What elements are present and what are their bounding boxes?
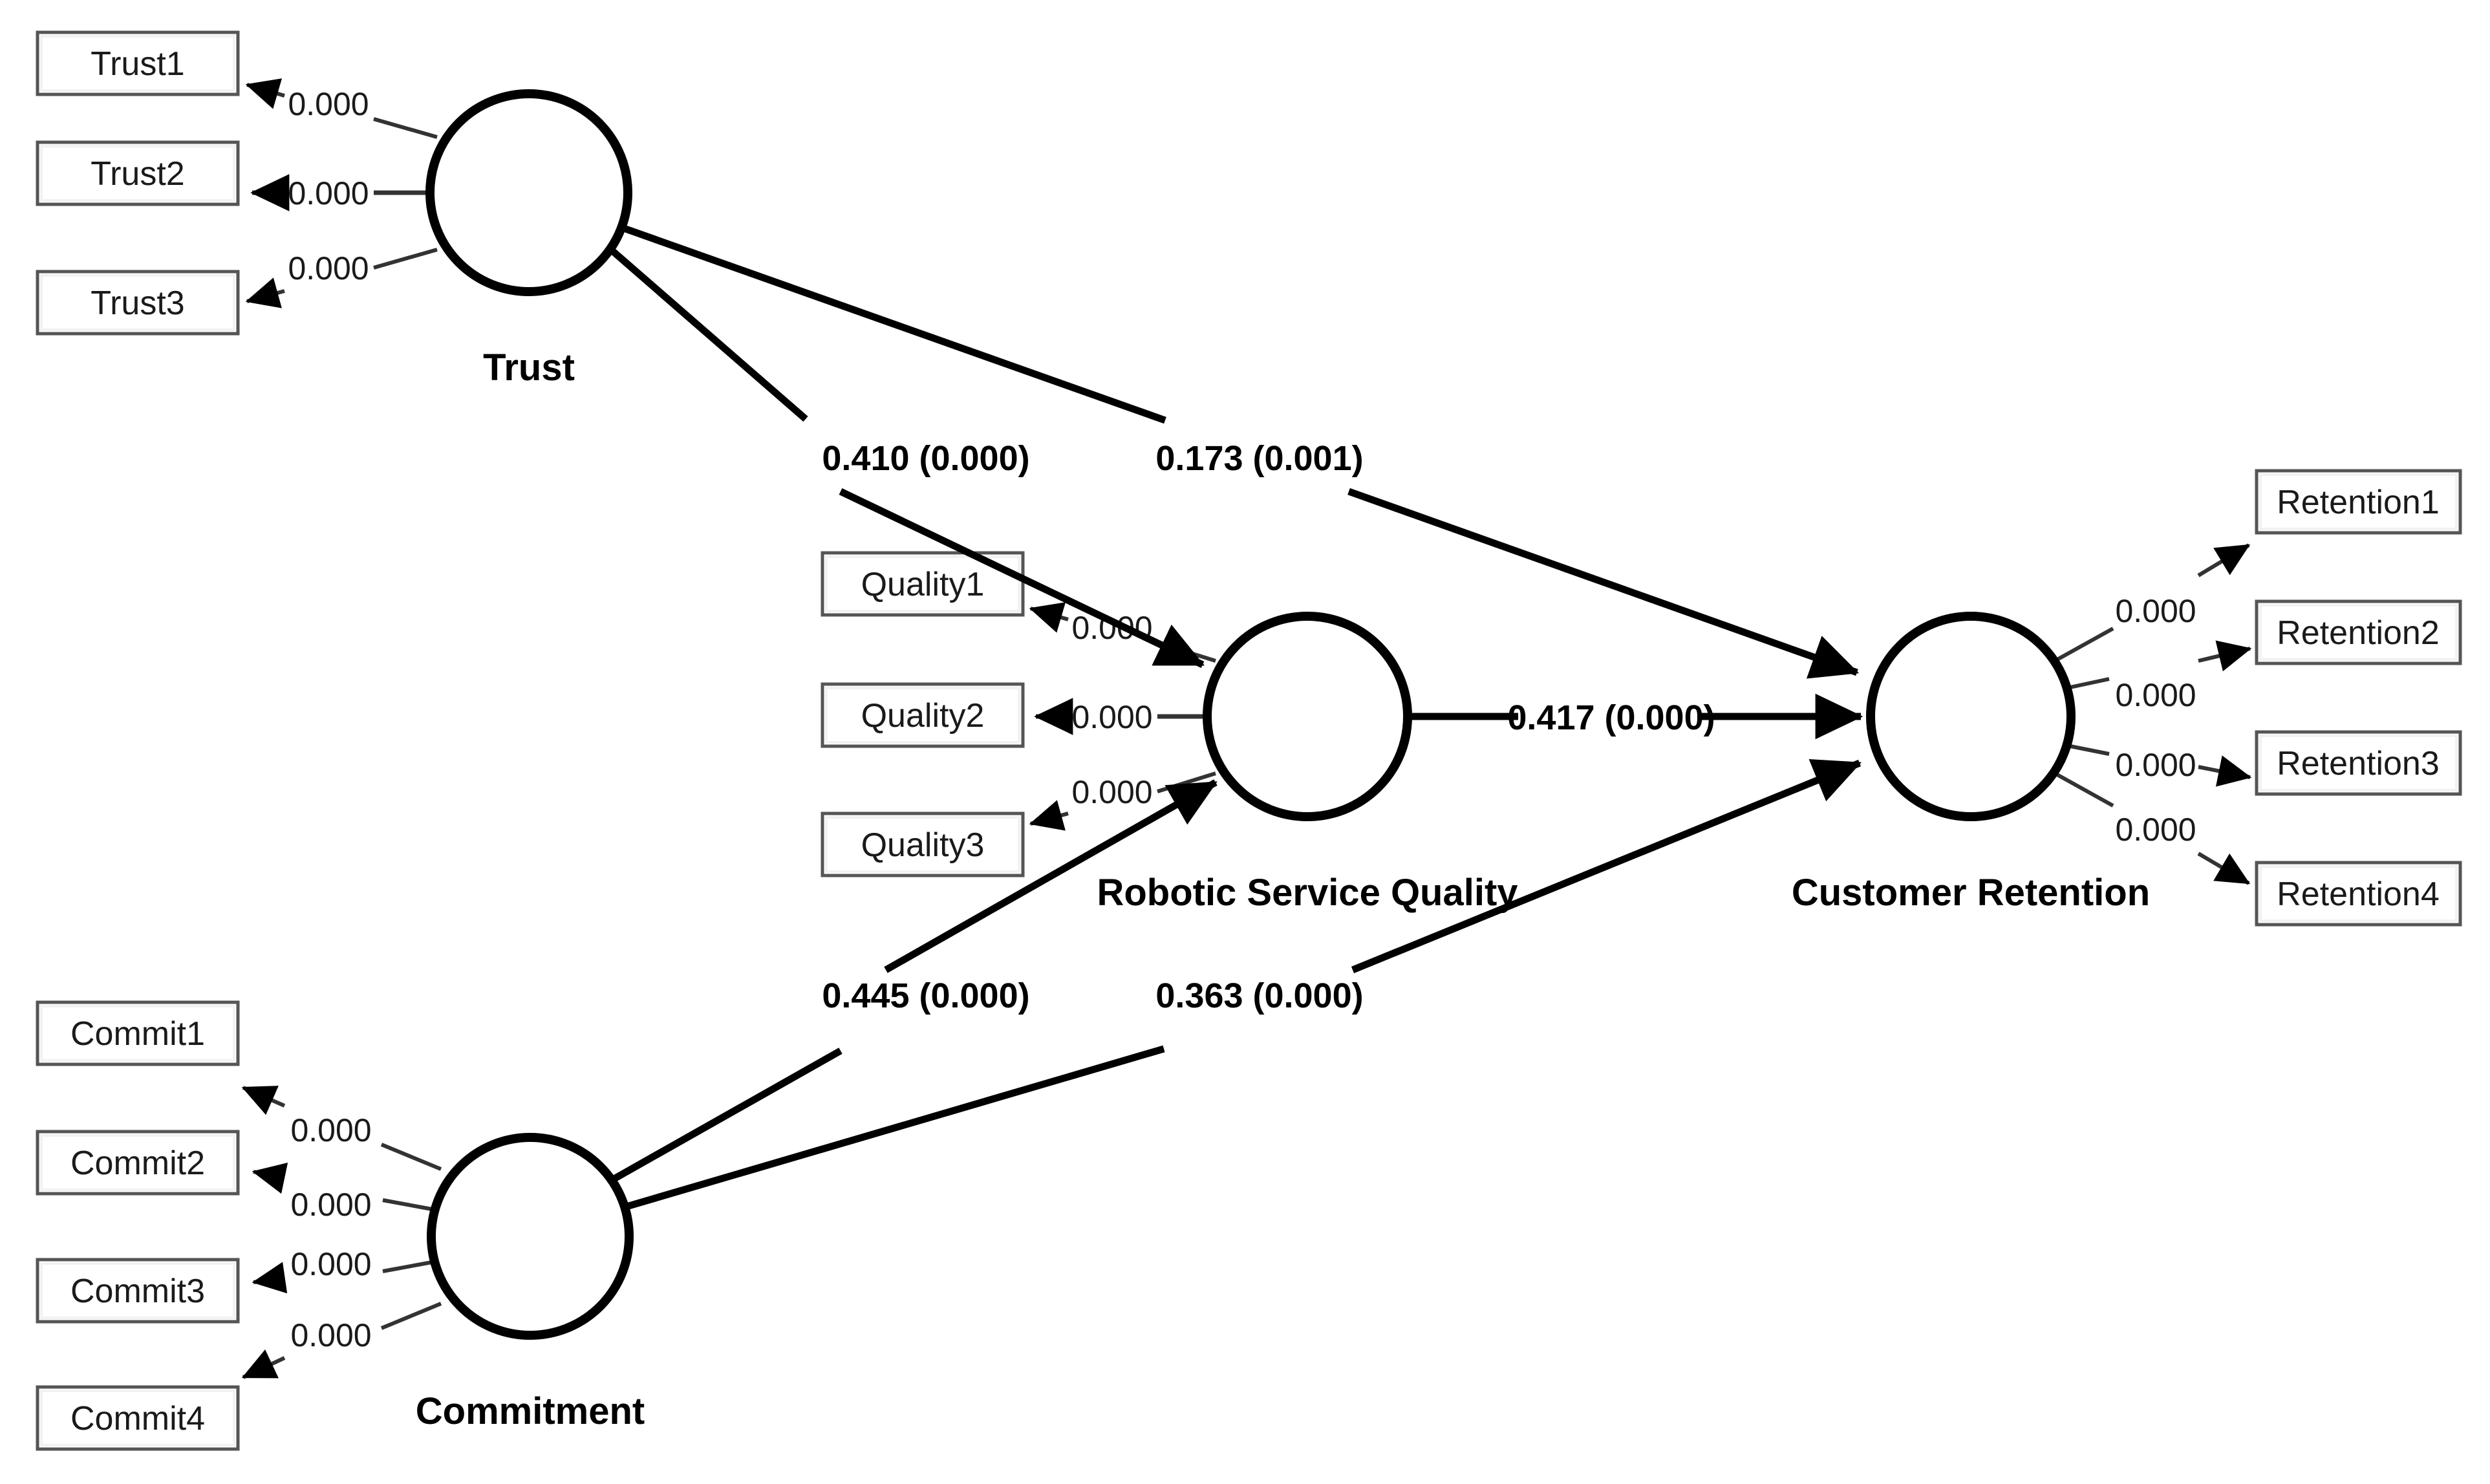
loading-label: 0.000	[290, 1246, 371, 1282]
measurement-arrow-commit3: 0.000	[252, 1246, 433, 1294]
structural-path-trust-retention: 0.173 (0.001)	[621, 224, 1860, 679]
indicator-box-retention2: Retention2	[2255, 599, 2462, 665]
latent-node-customer-retention[interactable]: Customer Retention	[1792, 612, 2150, 914]
loading-label: 0.000	[2115, 747, 2196, 783]
path-coefficient-label: 0.445 (0.000)	[822, 976, 1029, 1015]
indicator-box-trust1: Trust1	[36, 30, 240, 96]
loading-label: 0.000	[290, 1317, 371, 1353]
loading-label: 0.000	[290, 1187, 371, 1223]
loading-label: 0.000	[2115, 593, 2196, 629]
indicator-label: Quality2	[861, 697, 985, 735]
indicator-label: Commit2	[70, 1145, 205, 1182]
indicator-label: Retention3	[2277, 745, 2440, 782]
measurement-arrow-trust3: 0.000	[245, 248, 438, 308]
indicator-label: Quality3	[861, 826, 985, 864]
loading-label: 0.000	[2115, 677, 2196, 713]
measurement-arrow-retention1: 0.000	[2054, 543, 2251, 663]
indicator-label: Trust2	[91, 155, 184, 193]
indicator-box-quality3: Quality3	[821, 812, 1025, 877]
path-coefficient-label: 0.363 (0.000)	[1155, 976, 1363, 1015]
indicator-label: Commit1	[70, 1015, 205, 1053]
path-coefficient-label: 0.410 (0.000)	[822, 439, 1029, 478]
indicator-label: Retention1	[2277, 484, 2440, 521]
loading-label: 0.000	[288, 175, 369, 211]
indicator-box-trust2: Trust2	[36, 140, 240, 206]
indicator-box-commit4: Commit4	[36, 1385, 240, 1451]
latent-label-trust: Trust	[483, 347, 575, 389]
measurement-arrow-commit4: 0.000	[241, 1302, 442, 1379]
measurement-arrow-commit1: 0.000	[241, 1086, 442, 1171]
indicator-box-commit2: Commit2	[36, 1130, 240, 1196]
measurement-arrow-retention2: 0.000	[2063, 640, 2252, 713]
indicator-label: Retention2	[2277, 614, 2440, 652]
loading-label: 0.000	[1071, 610, 1152, 646]
latent-label-robotic-service-quality: Robotic Service Quality	[1097, 872, 1518, 914]
path-coefficient-label: 0.173 (0.001)	[1155, 439, 1363, 478]
indicator-box-commit1: Commit1	[36, 1000, 240, 1066]
latent-label-customer-retention: Customer Retention	[1792, 872, 2150, 914]
indicator-box-retention3: Retention3	[2255, 730, 2462, 796]
indicator-box-quality1: Quality1	[821, 551, 1025, 617]
measurement-arrow-quality2: 0.000	[1034, 698, 1207, 735]
latent-node-robotic-service-quality[interactable]: Robotic Service Quality	[1097, 612, 1518, 914]
structural-path-commitment-quality: 0.445 (0.000)	[611, 779, 1218, 1183]
indicator-box-commit3: Commit3	[36, 1258, 240, 1324]
path-coefficient-label: 0.417 (0.000)	[1507, 698, 1715, 737]
measurement-arrow-retention4: 0.000	[2054, 771, 2251, 885]
indicator-box-trust3: Trust3	[36, 270, 240, 336]
measurement-arrow-trust2: 0.000	[250, 174, 428, 211]
latent-label-commitment: Commitment	[416, 1390, 645, 1432]
loading-label: 0.000	[288, 250, 369, 286]
latent-node-commitment[interactable]: Commitment	[416, 1133, 645, 1432]
indicator-label: Quality1	[861, 566, 985, 603]
indicator-box-quality2: Quality2	[821, 682, 1025, 748]
loading-label: 0.000	[1071, 699, 1152, 735]
indicator-label: Commit3	[70, 1273, 205, 1310]
indicator-box-retention4: Retention4	[2255, 861, 2462, 927]
loading-label: 0.000	[2115, 812, 2196, 848]
indicator-label: Trust1	[91, 45, 184, 83]
indicator-label: Trust3	[91, 285, 184, 322]
structural-path-commitment-retention: 0.363 (0.000)	[621, 759, 1862, 1212]
latent-node-trust[interactable]: Trust	[425, 89, 632, 389]
measurement-arrow-trust1: 0.000	[245, 78, 438, 139]
loading-label: 0.000	[1071, 774, 1152, 810]
structural-path-quality-retention: 0.417 (0.000)	[1410, 693, 1863, 740]
indicator-label: Retention4	[2277, 876, 2440, 913]
loading-label: 0.000	[288, 86, 369, 122]
indicator-label: Commit4	[70, 1400, 205, 1437]
loading-label: 0.000	[290, 1112, 371, 1148]
measurement-arrow-retention3: 0.000	[2063, 743, 2252, 787]
structural-path-trust-quality: 0.410 (0.000)	[609, 247, 1205, 668]
measurement-arrow-commit2: 0.000	[252, 1162, 433, 1223]
indicator-box-retention1: Retention1	[2255, 469, 2462, 535]
measurement-arrow-quality1: 0.000	[1029, 602, 1216, 663]
